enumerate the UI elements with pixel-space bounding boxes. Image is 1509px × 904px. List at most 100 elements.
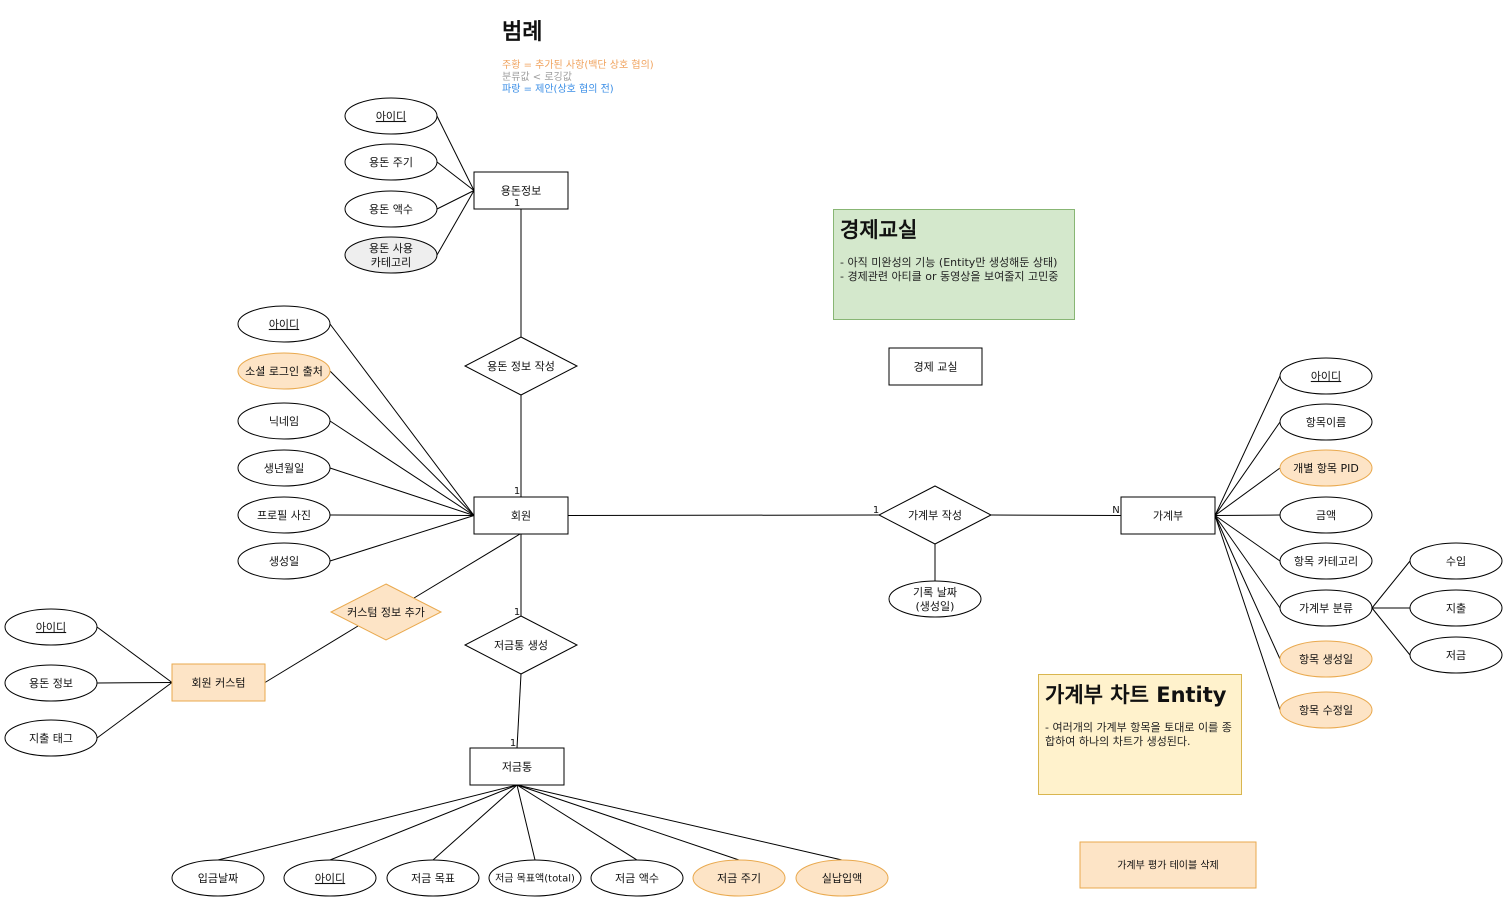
attribute-label: 항목 수정일 — [1299, 703, 1353, 717]
cardinality-label: N — [1112, 505, 1119, 516]
attribute-label-line: 용돈 액수 — [369, 203, 413, 216]
relationship-label-line: 저금통 생성 — [494, 639, 548, 652]
attribute-label-line: 용돈 사용 — [369, 242, 413, 255]
entity-piggy — [469, 747, 565, 786]
entity-allowance — [473, 171, 569, 210]
attribute-label: 저금 목표 — [411, 872, 455, 885]
econ-note-line: - 아직 미완성의 기능 (Entity만 생성해둔 상태) — [840, 256, 1058, 269]
connector-line — [436, 161, 475, 191]
entity-label: 회원 — [511, 509, 531, 522]
attribute-label: 실납입액 — [822, 872, 862, 885]
connector-line — [264, 625, 359, 683]
entity-ledger-eval-delete — [1079, 841, 1257, 889]
attribute-p6 — [692, 859, 786, 897]
attribute-l5 — [1279, 542, 1373, 580]
attribute-m2 — [237, 352, 331, 390]
connector-line — [1214, 514, 1281, 516]
attribute-label: 가계부 분류 — [1299, 602, 1353, 615]
attribute-label: 금액 — [1316, 509, 1336, 522]
entity-label: 용돈정보 — [501, 184, 541, 197]
attribute-label-line: 지출 태그 — [29, 732, 73, 745]
connector-line — [567, 514, 880, 516]
attribute-label: 저금 목표액(total) — [495, 873, 575, 885]
attribute-label: 용돈 액수 — [369, 203, 413, 216]
attribute-label-line: 소셜 로그인 출처 — [245, 365, 323, 378]
ledger-chart-note: 가계부 차트 Entity - 여러개의 가계부 항목을 토대로 이를 종합하여… — [1038, 674, 1242, 795]
entity-label: 저금통 — [502, 760, 532, 773]
cardinality-label: 1 — [873, 505, 879, 516]
connector-line — [329, 515, 475, 562]
attribute-label: 용돈 주기 — [369, 156, 413, 169]
attribute-label: 저금 주기 — [717, 872, 761, 885]
attribute-a4 — [344, 236, 438, 274]
connector-line — [516, 673, 522, 749]
cardinality-label: 1 — [510, 738, 516, 749]
connector-line — [1371, 607, 1411, 656]
legend-title: 범례 — [502, 20, 543, 45]
attribute-label-line: (생성일) — [916, 599, 955, 613]
legend-item-blue: 파랑 = 제안(상호 협의 전) — [502, 84, 614, 95]
relationship-rel-ledger — [877, 485, 993, 545]
attribute-label-line: 항목 생성일 — [1299, 652, 1353, 666]
entity-label-line: 가계부 평가 테이블 삭제 — [1117, 860, 1219, 872]
entity-label-line: 경제 교실 — [914, 360, 958, 373]
entity-label: 회원 커스텀 — [191, 676, 245, 689]
key-attribute-label-line: 아이디 — [1311, 370, 1341, 383]
attribute-label: 저금 액수 — [615, 872, 659, 885]
entity-member — [473, 496, 569, 535]
attribute-label: 항목이름 — [1306, 416, 1346, 429]
attribute-label-line: 용돈 주기 — [369, 156, 413, 169]
attribute-l8 — [1279, 691, 1373, 729]
attribute-label: 수입 — [1446, 555, 1466, 568]
key-attribute-label-line: 아이디 — [376, 110, 406, 123]
attribute-label: 지출 태그 — [29, 732, 73, 745]
attribute-label: 개별 항목 PID — [1293, 462, 1359, 475]
attribute-label-line: 저금 목표액(total) — [495, 873, 575, 885]
relationship-rel-custom — [329, 583, 443, 641]
attribute-label-line: 생성일 — [269, 554, 299, 568]
attribute-label-line: 지출 — [1446, 602, 1466, 615]
connector-line — [516, 784, 843, 861]
attribute-p3 — [386, 859, 480, 897]
attribute-label-line: 저금 목표 — [411, 872, 455, 885]
attribute-m3 — [237, 402, 331, 440]
attribute-label: 닉네임 — [269, 415, 299, 428]
key-attribute-label: 아이디 — [36, 621, 66, 634]
connector-line — [516, 784, 638, 861]
attribute-label-line: 가계부 분류 — [1299, 602, 1353, 615]
connector-line — [329, 784, 518, 861]
key-attribute-label: 아이디 — [376, 110, 406, 123]
econ-class-note: 경제교실 - 아직 미완성의 기능 (Entity만 생성해둔 상태) - 경제… — [833, 209, 1075, 320]
connector-line — [329, 420, 475, 516]
connector-line — [217, 784, 518, 861]
connector-line — [329, 514, 475, 516]
attribute-label-line: 실납입액 — [822, 872, 862, 885]
attribute-label-line: 저금 — [1446, 649, 1466, 662]
entity-label-line: 회원 — [511, 509, 531, 522]
relationship-label: 가계부 작성 — [908, 509, 962, 522]
attribute-label: 생성일 — [269, 554, 299, 568]
connector-line — [329, 323, 475, 516]
connector-lines — [96, 115, 1411, 861]
relationship-rel-allowance — [463, 336, 579, 396]
connector-line — [413, 533, 521, 599]
attribute-label: 생년월일 — [264, 461, 304, 475]
connector-line — [329, 467, 475, 516]
relationship-label: 커스텀 정보 추가 — [347, 606, 425, 619]
attribute-p5 — [590, 859, 684, 897]
attribute-label-line: 카테고리 — [371, 256, 411, 269]
legend-item-orange: 주황 = 추가된 사항(백단 상호 협의) — [502, 60, 654, 71]
cardinality-label: 1 — [514, 486, 520, 497]
key-attribute-label-line: 아이디 — [36, 621, 66, 634]
attribute-label-line: 금액 — [1316, 509, 1336, 522]
connector-line — [432, 784, 518, 861]
attribute-r1 — [888, 580, 982, 618]
attribute-s1 — [1409, 542, 1503, 580]
attribute-a3 — [344, 190, 438, 228]
attribute-label: 항목 생성일 — [1299, 652, 1353, 666]
attribute-label: 입금날짜 — [198, 872, 238, 885]
attribute-l4 — [1279, 496, 1373, 534]
attribute-label-line: 항목이름 — [1306, 416, 1346, 429]
attribute-label-line: 닉네임 — [269, 415, 299, 428]
